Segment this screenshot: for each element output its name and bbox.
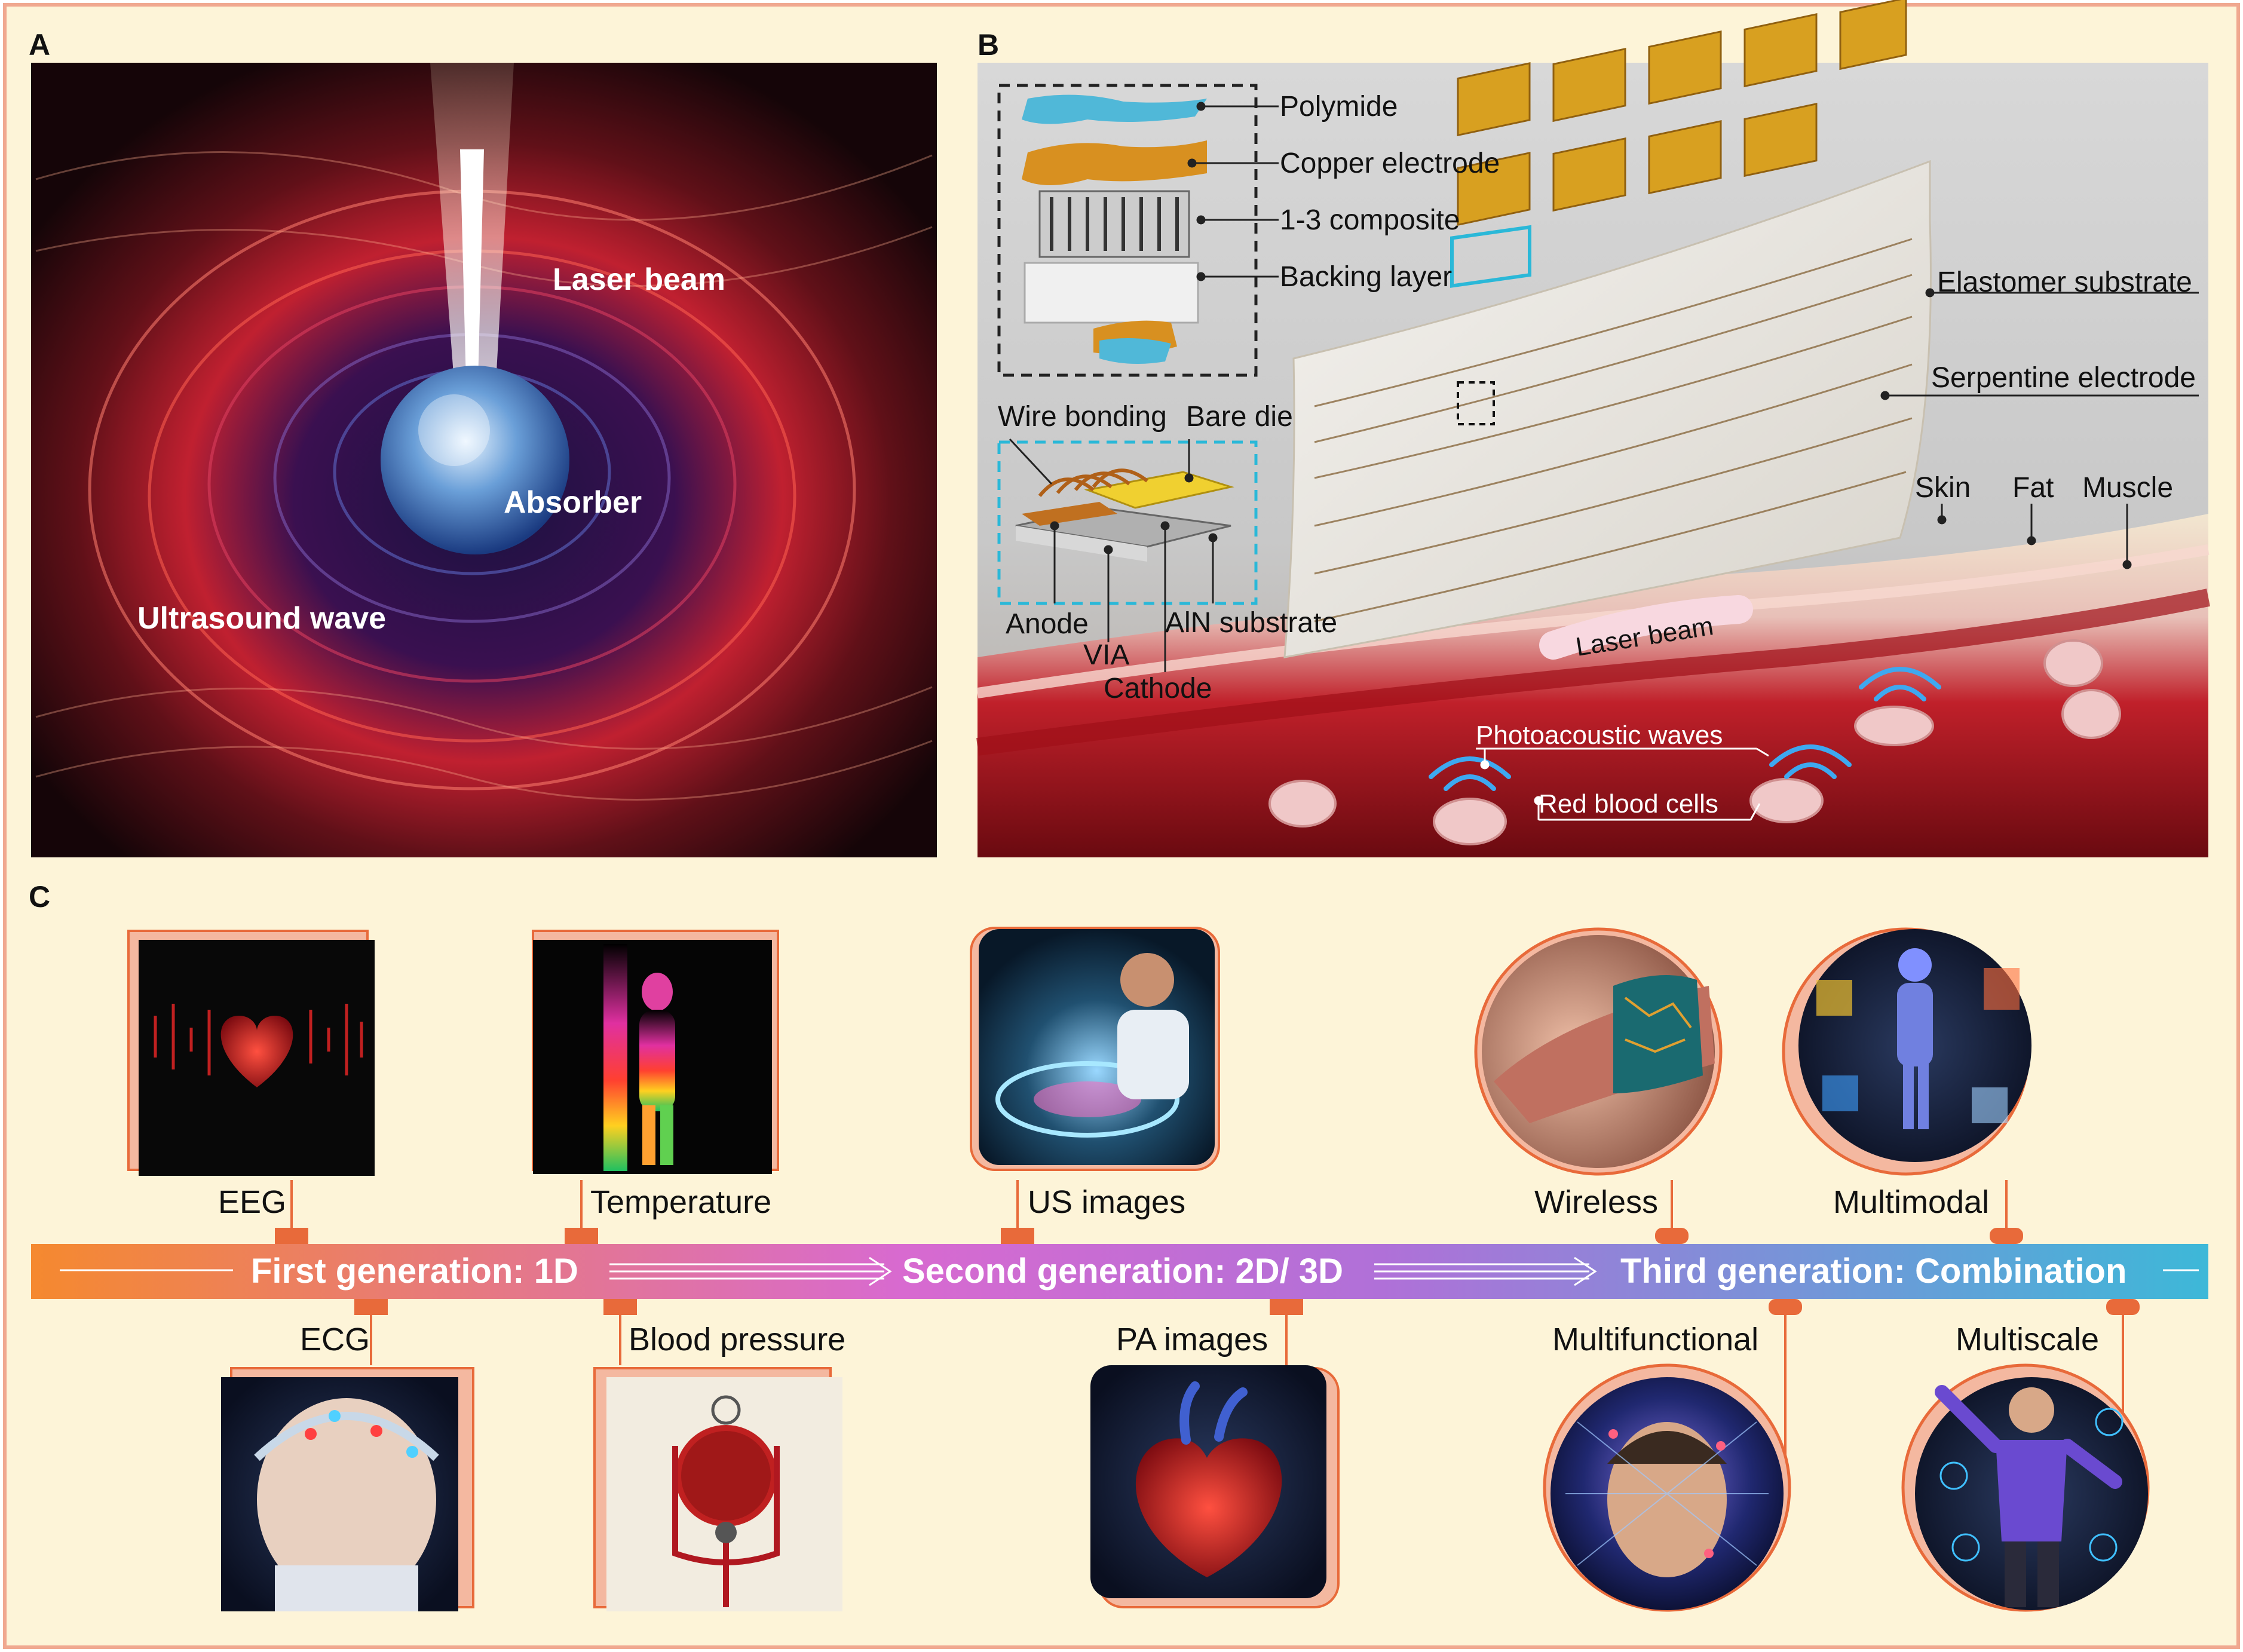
- red-blood-cell: [1433, 798, 1507, 845]
- multiscale-label: Multiscale: [1956, 1322, 2099, 1357]
- chip-box: [997, 440, 1258, 605]
- exploded-stack-box: [997, 84, 1258, 377]
- heart-icon: [220, 1016, 293, 1087]
- ultrasound-wave-label: Ultrasound wave: [137, 601, 386, 636]
- generation-1-label: First generation: 1D: [251, 1252, 578, 1291]
- panel-b-letter: B: [978, 28, 999, 62]
- blood-pressure-label: Blood pressure: [629, 1322, 845, 1357]
- multimodal-card: [1782, 927, 2031, 1176]
- fat-label: Fat: [2012, 472, 2054, 504]
- generation-2-label: Second generation: 2D/ 3D: [902, 1252, 1343, 1291]
- laser-beam-label: Laser beam: [553, 262, 725, 297]
- ecg-card: [221, 1367, 474, 1611]
- ecg-label: ECG: [300, 1322, 370, 1357]
- stack-label-copper-electrode: Copper electrode: [1280, 148, 1500, 179]
- chip-label-wire-bonding: Wire bonding: [998, 401, 1167, 433]
- temperature-card: [532, 930, 779, 1174]
- wireless-card: [1474, 927, 1723, 1176]
- chip-label-bare-die: Bare die: [1186, 401, 1293, 433]
- pa-images-card: [1090, 1365, 1340, 1608]
- multifunctional-card: [1543, 1363, 1791, 1612]
- skin-label: Skin: [1915, 472, 1971, 504]
- timeline-bar: [31, 1244, 2208, 1299]
- panel-c-letter: C: [29, 880, 50, 914]
- red-blood-cell: [2043, 639, 2103, 687]
- eeg-label: EEG: [218, 1184, 286, 1220]
- chip-label-via: VIA: [1083, 639, 1129, 671]
- multimodal-label: Multimodal: [1833, 1184, 1989, 1220]
- red-blood-cell: [1854, 706, 1934, 746]
- chip-label-cathode: Cathode: [1104, 673, 1212, 704]
- panel-a: Laser beam Absorber Ultrasound wave: [31, 63, 937, 857]
- red-blood-cell: [1268, 780, 1337, 827]
- us-images-label: US images: [1028, 1184, 1185, 1220]
- chip-label-anode: Anode: [1006, 608, 1089, 640]
- red-blood-cell: [1749, 778, 1824, 823]
- panel-c: First generation: 1D Second generation: …: [31, 927, 2208, 1612]
- multiscale-card: [1901, 1363, 2150, 1612]
- panel-a-letter: A: [29, 28, 50, 62]
- muscle-label: Muscle: [2082, 472, 2173, 504]
- panel-b: Laser beam Polymide Copper electrode 1-3…: [976, 0, 2210, 857]
- temperature-label: Temperature: [590, 1184, 771, 1220]
- red-blood-cell: [2061, 689, 2121, 739]
- photoacoustic-waves-label: Photoacoustic waves: [1476, 721, 1723, 750]
- pa-images-label: PA images: [1116, 1322, 1268, 1357]
- generation-3-label: Third generation: Combination: [1620, 1252, 2126, 1291]
- multifunctional-label: Multifunctional: [1552, 1322, 1758, 1357]
- eeg-card: [127, 930, 375, 1176]
- wireless-label: Wireless: [1534, 1184, 1658, 1220]
- stack-label-backing-layer: Backing layer: [1280, 261, 1452, 293]
- elastomer-device-sheet: [1283, 160, 1932, 658]
- tissue-layers: [978, 514, 2208, 857]
- blood-pressure-card: [593, 1367, 842, 1611]
- absorber-label: Absorber: [504, 485, 642, 520]
- us-images-card: [970, 927, 1220, 1171]
- red-blood-cells-label: Red blood cells: [1539, 789, 1718, 819]
- absorber-sphere: [381, 366, 569, 554]
- elastomer-substrate-label: Elastomer substrate: [1937, 266, 2192, 298]
- serpentine-electrode-label: Serpentine electrode: [1931, 362, 2196, 394]
- stack-label-composite: 1-3 composite: [1280, 204, 1460, 236]
- stack-label-polymide: Polymide: [1280, 91, 1398, 122]
- chip-label-substrate: AlN substrate: [1165, 607, 1337, 639]
